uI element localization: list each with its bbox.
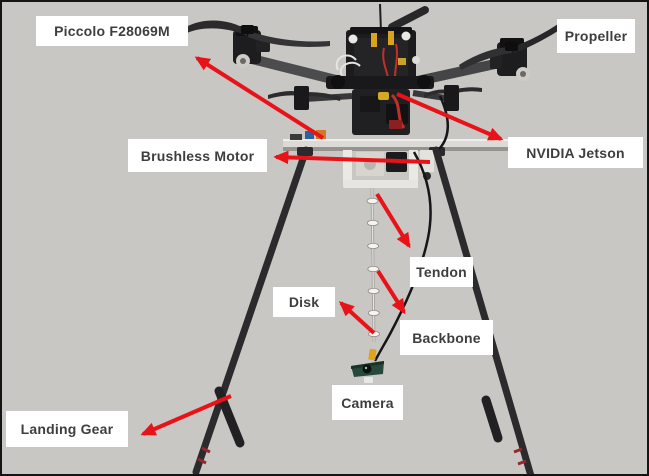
- label-piccolo-f28069m: Piccolo F28069M: [36, 16, 188, 46]
- label-nvidia-jetson: NVIDIA Jetson: [508, 137, 643, 168]
- right-landing-leg: [432, 146, 535, 474]
- landing-gear-arrow: [140, 394, 232, 436]
- nvidia-jetson-arrow: [396, 92, 504, 141]
- rear-left-rotor: [268, 86, 353, 110]
- label-backbone: Backbone: [400, 320, 493, 355]
- annotation-arrows: [140, 56, 504, 436]
- carbon-rod-antenna: [388, 6, 429, 31]
- backbone-arrow: [376, 269, 406, 315]
- left-propeller: [186, 20, 330, 47]
- label-tendon: Tendon: [410, 257, 473, 287]
- right-propeller: [459, 22, 564, 70]
- label-camera: Camera: [332, 385, 403, 420]
- drone-body: [326, 27, 434, 135]
- disk-arrow: [338, 301, 376, 335]
- label-brushless-motor: Brushless Motor: [128, 139, 267, 172]
- brushless-motor-arrow: [273, 150, 431, 165]
- camera-module: [351, 361, 384, 383]
- camera-connector: [368, 348, 377, 361]
- piccolo-arrow: [194, 56, 325, 140]
- label-disk: Disk: [273, 287, 335, 317]
- label-propeller: Propeller: [557, 19, 635, 53]
- rear-right-rotor: [412, 85, 482, 111]
- label-landing-gear: Landing Gear: [6, 411, 128, 447]
- backbone-rod: [370, 187, 376, 343]
- tendon-arrow: [375, 192, 411, 249]
